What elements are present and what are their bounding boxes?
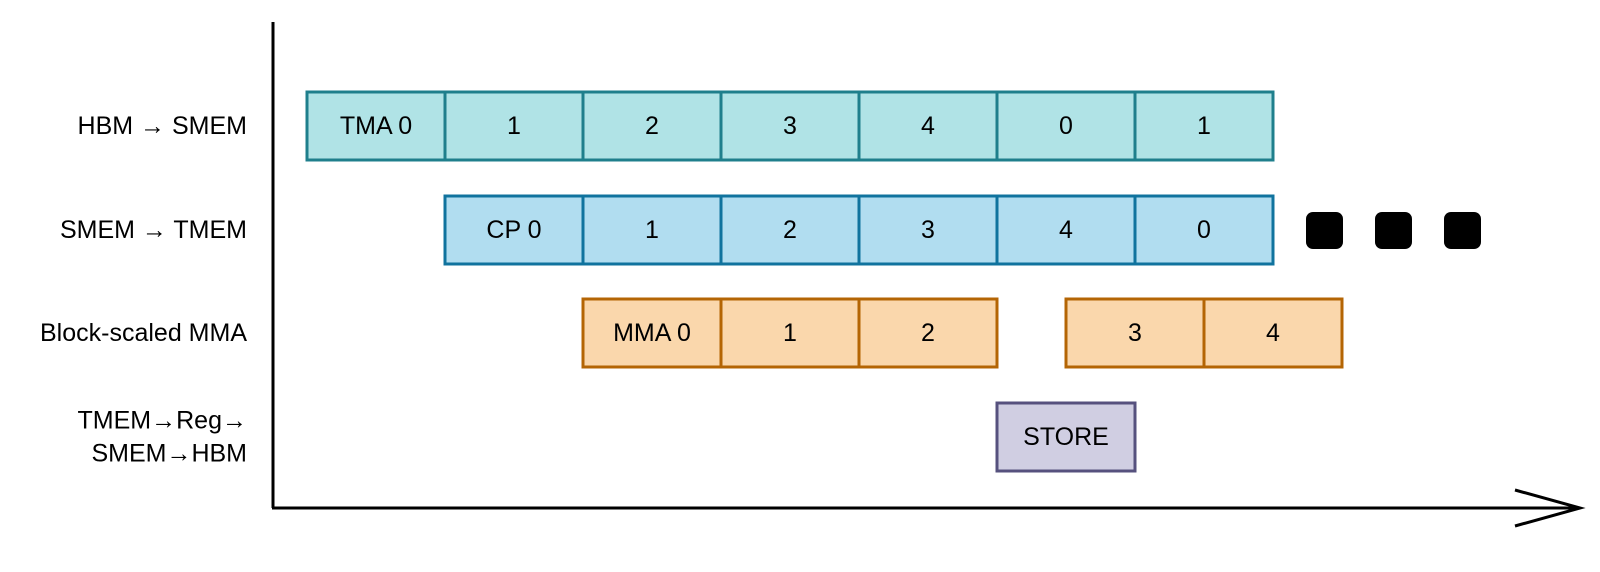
tma-segment <box>1133 90 1275 162</box>
tma-segment-label: TMA 0 <box>340 112 412 140</box>
mma-segment-label: 4 <box>1266 319 1280 347</box>
mma-segment <box>581 297 723 369</box>
mma-segment <box>1202 297 1344 369</box>
cp-segment-label: 2 <box>783 216 797 244</box>
tma-segment <box>857 90 999 162</box>
cp-segment <box>443 194 585 266</box>
row-label: TMEM→Reg→ <box>78 407 247 435</box>
cp-segment-label: CP 0 <box>486 216 541 244</box>
ellipsis-square <box>1375 212 1412 249</box>
x-axis-arrowhead <box>1514 488 1586 528</box>
tma-segment-label: 1 <box>1197 112 1211 140</box>
ellipsis-square <box>1444 212 1481 249</box>
row-label: HBM → SMEM <box>78 112 247 140</box>
cp-segment-label: 4 <box>1059 216 1073 244</box>
tma-segment-label: 1 <box>507 112 521 140</box>
mma-segment <box>857 297 999 369</box>
cp-segment-label: 3 <box>921 216 935 244</box>
tma-segment <box>305 90 447 162</box>
store-segment <box>995 401 1137 473</box>
mma-segment-label: 3 <box>1128 319 1142 347</box>
tma-segment <box>581 90 723 162</box>
mma-segment <box>1064 297 1206 369</box>
mma-segment-label: 2 <box>921 319 935 347</box>
row-label: SMEM → TMEM <box>60 216 247 244</box>
store-segment-label: STORE <box>1023 423 1109 451</box>
cp-segment-label: 1 <box>645 216 659 244</box>
mma-segment-label: 1 <box>783 319 797 347</box>
cp-segment-label: 0 <box>1197 216 1211 244</box>
ellipsis-square <box>1306 212 1343 249</box>
row-label: SMEM→HBM <box>91 440 247 468</box>
tma-segment-label: 2 <box>645 112 659 140</box>
row-label: Block-scaled MMA <box>40 319 247 347</box>
tma-segment-label: 4 <box>921 112 935 140</box>
tma-segment <box>443 90 585 162</box>
mma-segment-label: MMA 0 <box>613 319 691 347</box>
tma-segment-label: 0 <box>1059 112 1073 140</box>
cp-segment <box>1133 194 1275 266</box>
cp-segment <box>995 194 1137 266</box>
tma-segment <box>995 90 1137 162</box>
cp-segment <box>581 194 723 266</box>
cp-segment <box>719 194 861 266</box>
tma-segment-label: 3 <box>783 112 797 140</box>
